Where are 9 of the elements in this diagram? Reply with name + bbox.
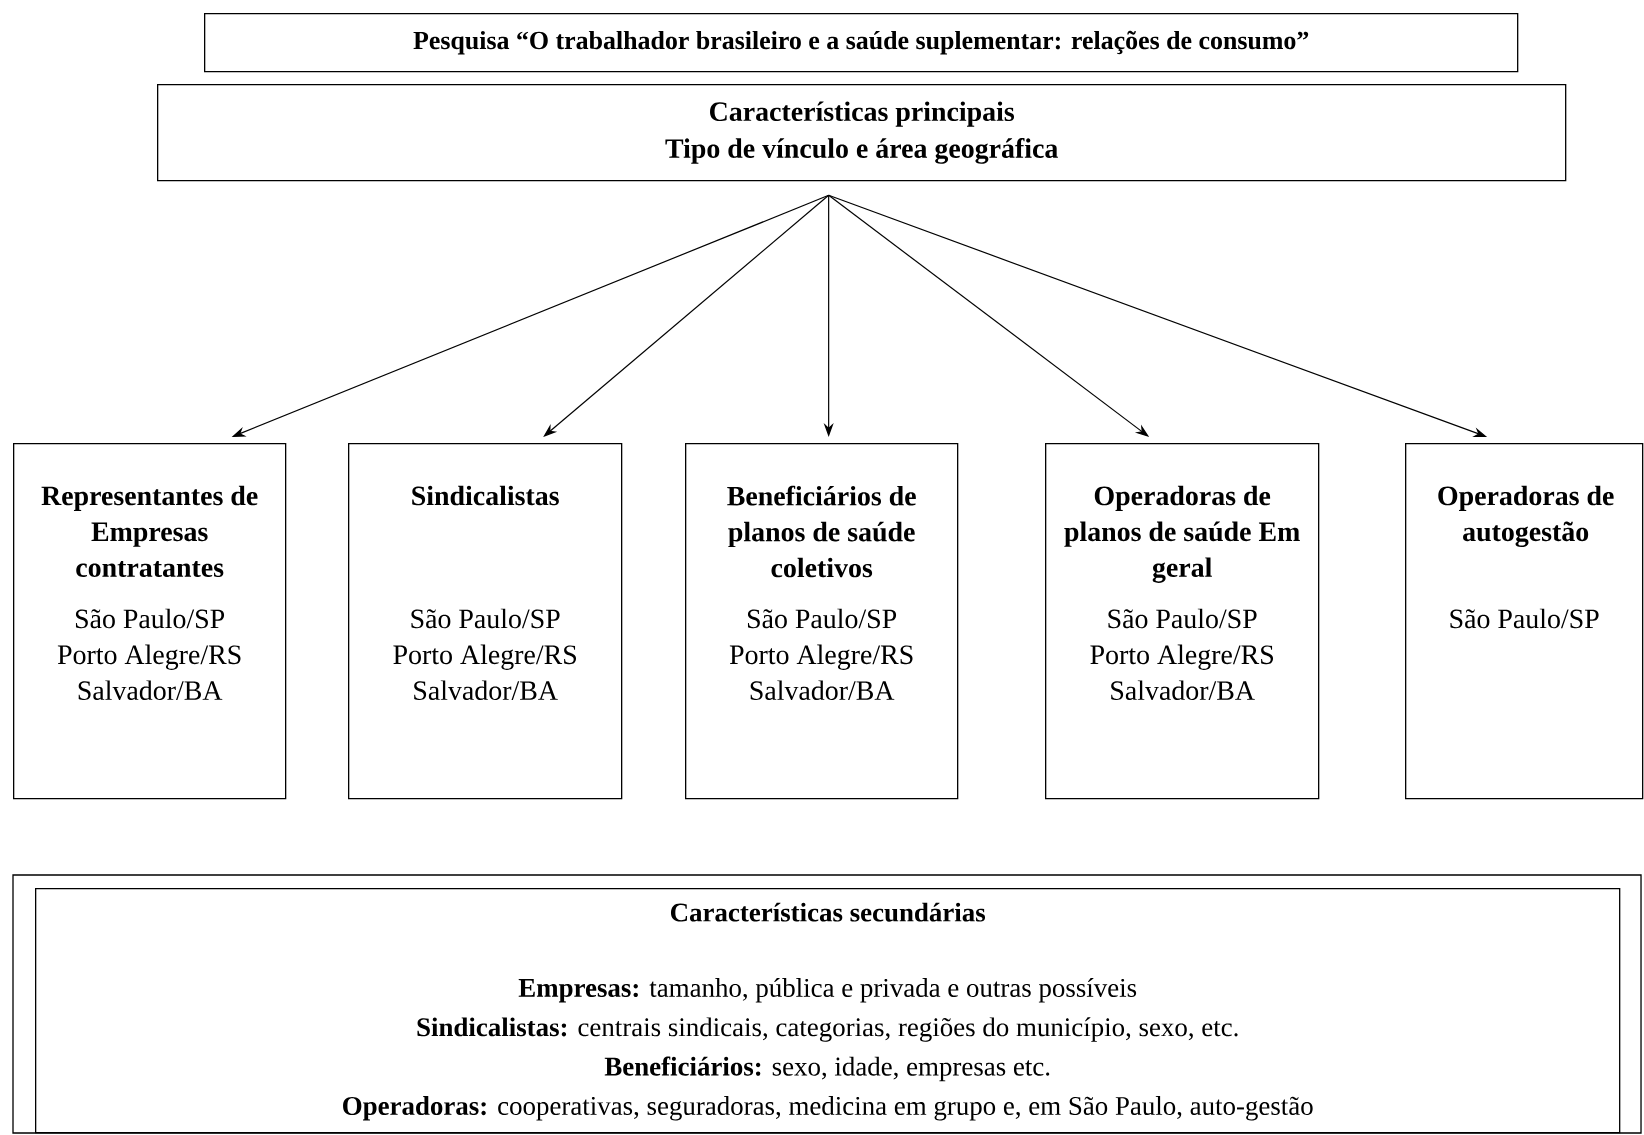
title-box: Pesquisa “O trabalhador brasileiro e a saúde suplementar: relações de consumo” (204, 13, 1519, 73)
header-box: Características principais Tipo de vínculo e área geográfica (157, 84, 1567, 182)
group-box: Sindicalistas São Paulo/SP Porto Alegre/RS Salvador/BA (348, 443, 623, 800)
group-box: Beneficiários de planos de saúde coletivos São Paulo/SP Porto Alegre/RS Salvador/BA (685, 443, 959, 800)
group-box: Operadoras de planos de saúde Em geral São Paulo/SP Porto Alegre/RS Salvador/BA (1045, 443, 1320, 800)
arrow (543, 194, 830, 437)
notes-box: Características secundárias Empresas: tamanho, pública e privada e outras possíveis Sindicalistas: centrais sindicais, categorias, regiões do município, sexo, etc. Beneficiários: sexo, idade, empresas etc. Operadoras: cooperativas, seguradoras, medicina em grupo e, em São Paulo, auto-gestão (12, 874, 1642, 1134)
group-box: Representantes de Empresas contratantes São Paulo/SP Porto Alegre/RS Salvador/BA (13, 443, 287, 800)
group-box: Operadoras de autogestão São Paulo/SP (1405, 443, 1644, 800)
